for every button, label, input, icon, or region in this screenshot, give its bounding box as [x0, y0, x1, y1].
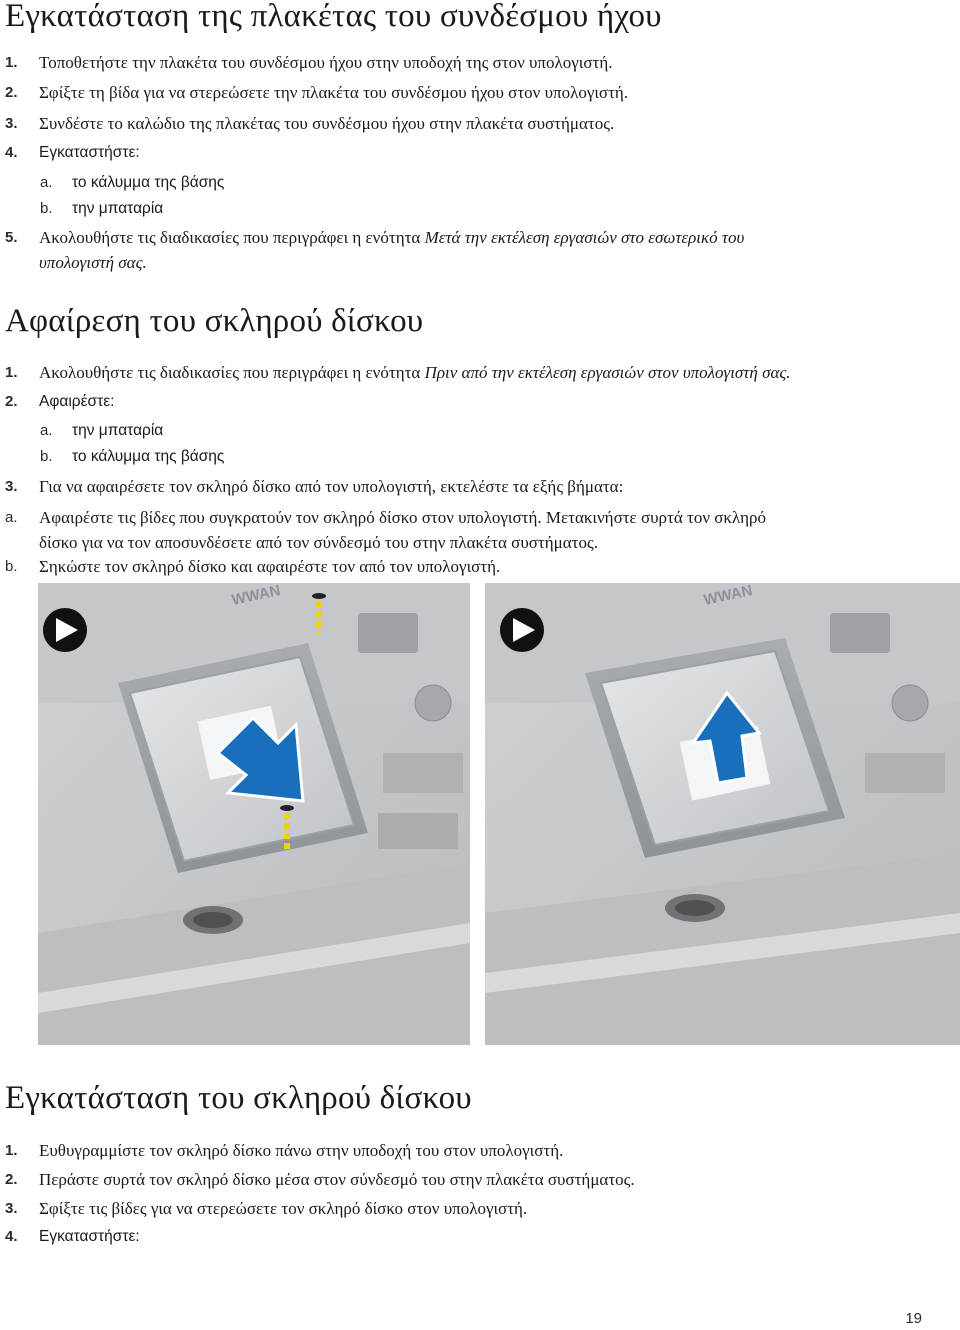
step-text: Ακολουθήστε τις διαδικασίες που περιγράφ…: [39, 225, 744, 251]
step-text: Ακολουθήστε τις διαδικασίες που περιγράφ…: [39, 360, 791, 386]
step-text: Σφίξτε τις βίδες για να στερεώσετε τον σ…: [39, 1199, 528, 1218]
step-text: Τοποθετήστε την πλακέτα του συνδέσμου ήχ…: [39, 53, 613, 72]
step-number: 1.: [5, 54, 18, 71]
section-title-install-hard-drive: Εγκατάσταση του σκληρού δίσκου: [5, 1080, 472, 1116]
step-text: υπολογιστή σας.: [39, 250, 147, 276]
step-text: Περάστε συρτά τον σκληρό δίσκο μέσα στον…: [39, 1170, 635, 1189]
screw-top: [312, 593, 326, 633]
page-number: 19: [905, 1310, 922, 1327]
coin-battery: [414, 684, 452, 722]
speaker-grill: [193, 912, 233, 928]
section-reference-link[interactable]: Πριν από την εκτέλεση εργασιών στον υπολ…: [424, 363, 791, 382]
slide-arrow-icon: [215, 715, 305, 803]
chassis-bottom: [38, 863, 470, 1045]
substep-letter: a.: [40, 174, 53, 191]
step-text: Σφίξτε τη βίδα για να στερεώσετε την πλα…: [39, 83, 629, 102]
substep-text: την μπαταρία: [72, 422, 164, 439]
step-text: Ευθυγραμμίστε τον σκληρό δίσκο πάνω στην…: [39, 1141, 564, 1160]
step-number: 2.: [5, 393, 18, 410]
hard-drive-removal-illustration: WWAN A: [38, 583, 960, 1045]
step-text-plain: Ακολουθήστε τις διαδικασίες που περιγράφ…: [39, 228, 425, 247]
substep-letter: b.: [5, 558, 18, 575]
chassis-rim: [485, 913, 960, 993]
memory-slot: [865, 753, 945, 793]
step-number: 2.: [5, 84, 18, 101]
substep-letter: b.: [40, 448, 53, 465]
module-card: [830, 613, 890, 653]
play-icon: [43, 608, 87, 652]
step-number: 3.: [5, 1200, 18, 1217]
section-title-install-audio-board: Εγκατάσταση της πλακέτας του συνδέσμου ή…: [5, 0, 662, 34]
speaker-grill: [675, 900, 715, 916]
chassis-rim: [38, 923, 470, 1013]
substep-text: Αφαιρέστε τις βίδες που συγκρατούν τον σ…: [39, 508, 766, 527]
illustration-svg: WWAN A: [38, 583, 960, 1045]
section-reference-link[interactable]: Μετά την εκτέλεση εργασιών στο εσωτερικό…: [424, 228, 745, 247]
screw-bottom: [280, 805, 294, 851]
step-text: Για να αφαιρέσετε τον σκληρό δίσκο από τ…: [39, 477, 624, 496]
step-text: Αφαιρέστε:: [39, 393, 115, 410]
substep-letter: a.: [40, 422, 53, 439]
lift-arrow-icon: [689, 690, 762, 785]
module-card: [358, 613, 418, 653]
step-number: 4.: [5, 1228, 18, 1245]
step-number: 4.: [5, 144, 18, 161]
step-number: 1.: [5, 1142, 18, 1159]
substep-letter: b.: [40, 200, 53, 217]
substep-text: το κάλυμμα της βάσης: [72, 448, 225, 465]
section-reference-link[interactable]: υπολογιστή σας.: [39, 253, 147, 272]
step-text: Εγκαταστήστε:: [39, 1228, 140, 1245]
left-panel: WWAN A: [38, 583, 470, 1045]
step-number: 3.: [5, 115, 18, 132]
memory-slot: [383, 753, 463, 793]
coin-battery: [891, 684, 929, 722]
substep-text: το κάλυμμα της βάσης: [72, 174, 225, 191]
step-number: 1.: [5, 364, 18, 381]
step-text: Συνδέστε το καλώδιο της πλακέτας του συν…: [39, 114, 615, 133]
section-title-remove-hard-drive: Αφαίρεση του σκληρού δίσκου: [5, 303, 424, 339]
step-number: 3.: [5, 478, 18, 495]
memory-slot: [378, 813, 458, 849]
step-number: 5.: [5, 229, 18, 246]
substep-text: την μπαταρία: [72, 200, 164, 217]
substep-text: δίσκο για να τον αποσυνδέσετε από τον σύ…: [39, 533, 598, 552]
substep-text: Σηκώστε τον σκληρό δίσκο και αφαιρέστε τ…: [39, 557, 501, 576]
step-text: Εγκαταστήστε:: [39, 144, 140, 161]
play-icon: [500, 608, 544, 652]
step-text-plain: Ακολουθήστε τις διαδικασίες που περιγράφ…: [39, 363, 425, 382]
step-number: 2.: [5, 1171, 18, 1188]
substep-letter: a.: [5, 509, 18, 526]
right-panel: WWAN: [485, 583, 960, 1045]
